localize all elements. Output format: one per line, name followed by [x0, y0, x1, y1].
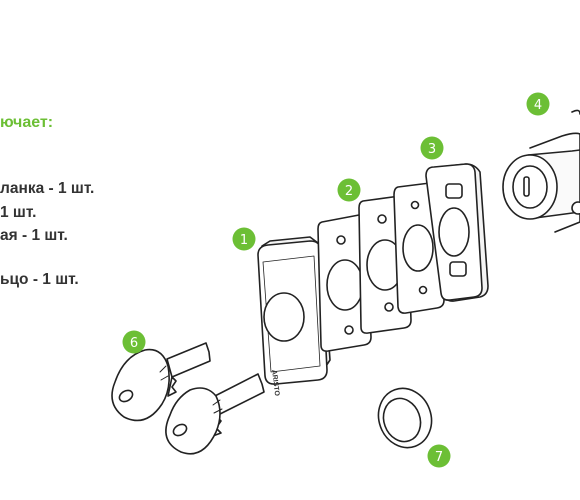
front-housing: ARISTO — [257, 236, 331, 397]
contents-item-1: ланка - 1 шт. — [0, 180, 95, 197]
contents-item-3: ая - 1 шт. — [0, 227, 68, 244]
badge-4: 4 — [526, 92, 550, 116]
contents-item-4: ьцо - 1 шт. — [0, 271, 79, 288]
badge-2: 2 — [337, 178, 361, 202]
svg-text:4: 4 — [534, 98, 542, 113]
badge-1: 1 — [232, 227, 256, 251]
key-upper — [111, 342, 211, 422]
contents-heading: ючает: — [0, 114, 54, 131]
badge-7: 7 — [427, 444, 451, 468]
decorative-ring — [377, 387, 433, 449]
badge-6: 6 — [122, 330, 146, 354]
brand-logo-text: ARISTO — [270, 369, 280, 397]
svg-text:2: 2 — [345, 184, 353, 199]
contents-item-2: 1 шт. — [0, 204, 37, 221]
svg-text:3: 3 — [428, 142, 436, 157]
svg-text:6: 6 — [130, 336, 138, 351]
lock-cylinder — [502, 109, 580, 233]
mounting-frame — [425, 163, 489, 302]
svg-text:7: 7 — [435, 450, 443, 465]
svg-text:1: 1 — [240, 233, 248, 248]
key-lower — [165, 373, 265, 455]
badge-3: 3 — [420, 136, 444, 160]
